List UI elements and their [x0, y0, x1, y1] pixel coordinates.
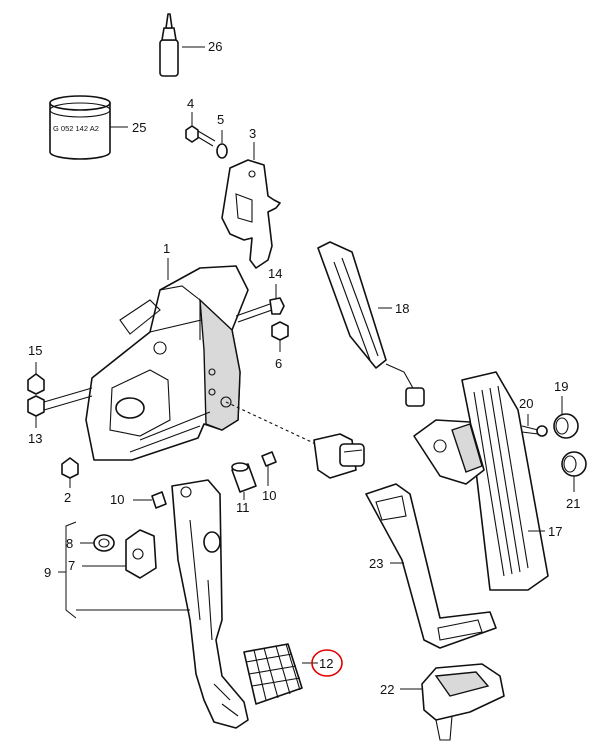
callout-12: 12 — [319, 656, 333, 671]
part-17-accelerator-pedal — [413, 371, 549, 591]
bracket-9 — [58, 521, 77, 619]
callout-3: 3 — [249, 126, 256, 141]
part-11-bushing — [231, 462, 257, 493]
callout-25: 25 — [132, 120, 146, 135]
part-21-cap — [561, 451, 587, 477]
callout-2: 2 — [64, 490, 71, 505]
callout-26: 26 — [208, 39, 222, 54]
callout-11: 11 — [236, 500, 250, 515]
pedal-switch — [313, 433, 365, 479]
part-22-clip-housing — [421, 663, 505, 741]
part-6-nut — [271, 321, 289, 341]
callout-17: 17 — [548, 524, 562, 539]
callout-9: 9 — [44, 565, 51, 580]
part-13-bolt — [27, 387, 93, 417]
callout-8: 8 — [66, 536, 73, 551]
brake-pedal-arm — [171, 479, 249, 729]
part-3-bracket — [221, 159, 281, 269]
callout-1: 1 — [163, 241, 170, 256]
part-4-bolt — [185, 125, 216, 147]
highlight-callout-12 — [311, 649, 343, 677]
callout-23: 23 — [369, 556, 383, 571]
part-7-bearing-block — [125, 529, 157, 579]
part-25-grease-tin: G 052 142 A2 — [49, 95, 111, 160]
part-1-pedal-bracket — [85, 265, 249, 461]
part-marking-25: G 052 142 A2 — [53, 124, 99, 133]
callout-4: 4 — [187, 96, 194, 111]
part-14-bolt — [235, 297, 285, 323]
callout-13: 13 — [28, 431, 42, 446]
callout-22: 22 — [380, 682, 394, 697]
part-10-clip-left — [151, 491, 167, 509]
callout-10-right: 10 — [262, 488, 276, 503]
callout-5: 5 — [217, 112, 224, 127]
part-12-pedal-pad — [243, 643, 303, 705]
callout-18: 18 — [395, 301, 409, 316]
callout-14: 14 — [268, 266, 282, 281]
callout-15: 15 — [28, 343, 42, 358]
part-19-cap — [553, 413, 579, 439]
part-5-washer — [216, 143, 228, 159]
callout-20: 20 — [519, 396, 533, 411]
part-23-pedal-cover — [365, 483, 497, 649]
part-2-nut — [61, 457, 79, 479]
callout-10-left: 10 — [110, 492, 124, 507]
part-10-clip-right — [261, 451, 277, 467]
callout-6: 6 — [275, 356, 282, 371]
part-26-adhesive-bottle — [159, 13, 179, 77]
part-18-sensor-bracket — [317, 241, 425, 407]
callout-21: 21 — [566, 496, 580, 511]
part-8-bushing — [93, 534, 115, 552]
callout-19: 19 — [554, 379, 568, 394]
callout-7: 7 — [68, 558, 75, 573]
part-20-screw — [521, 425, 548, 437]
part-15-nut — [27, 373, 45, 395]
